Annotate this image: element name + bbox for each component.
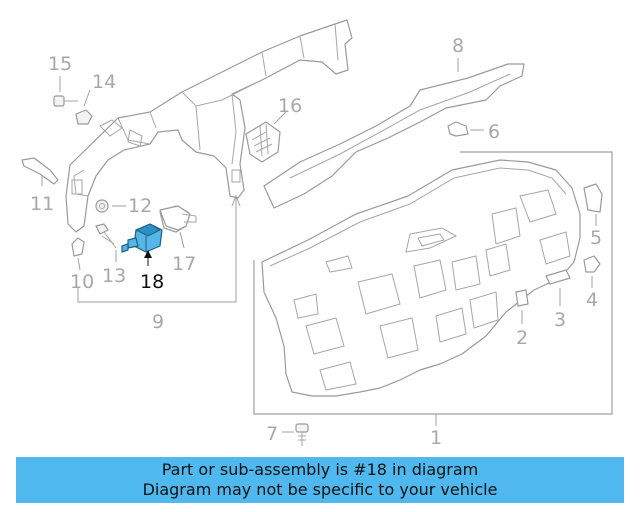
callout-7: 7: [266, 423, 278, 445]
callout-13: 13: [102, 265, 126, 287]
banner-line-1: Part or sub-assembly is #18 in diagram: [161, 460, 479, 479]
part-18-highlighted: [121, 223, 163, 253]
part-4-bracket: [583, 255, 601, 273]
cross-car-beam: [65, 19, 353, 233]
callout-14: 14: [92, 71, 116, 93]
dash-insulator-8: [263, 63, 525, 209]
leader-17: [179, 231, 185, 249]
banner-line-2: Diagram may not be specific to your vehi…: [142, 480, 498, 499]
instrument-panel: [261, 159, 581, 397]
callout-16: 16: [278, 95, 302, 117]
callout-3: 3: [554, 309, 566, 331]
callout-1-box: [253, 151, 613, 415]
callout-9-bracket: [77, 196, 237, 303]
callout-11: 11: [30, 193, 54, 215]
part-16-vent: [245, 121, 281, 163]
callout-12: 12: [128, 195, 152, 217]
part-15-bolt: [53, 95, 78, 107]
callout-4: 4: [586, 289, 598, 311]
callout-15: 15: [48, 53, 72, 75]
leader-9-arrow: [231, 194, 241, 207]
leader-10: [77, 257, 81, 271]
part-14-clip: [75, 109, 93, 125]
part-17-bracket: [159, 205, 197, 231]
part-5-bracket: [583, 183, 603, 213]
part-2-clip: [515, 289, 529, 307]
callout-8: 8: [452, 35, 464, 57]
part-12-grommet: [95, 199, 109, 213]
leader-14: [83, 89, 91, 107]
part-7-bolt: [295, 423, 309, 446]
part-6-clip: [447, 121, 469, 137]
part-10-clip: [71, 237, 85, 257]
callout-1: 1: [430, 427, 442, 449]
part-11-bracket: [21, 157, 59, 185]
callout-18: 18: [140, 271, 164, 293]
part-3-pad: [545, 269, 571, 285]
info-banner: Part or sub-assembly is #18 in diagram D…: [16, 457, 624, 503]
callout-17: 17: [172, 253, 196, 275]
leader-18-arrow: [144, 250, 152, 258]
callout-6: 6: [488, 121, 500, 143]
callout-2: 2: [516, 327, 528, 349]
leader-16: [273, 111, 287, 125]
callout-10: 10: [70, 271, 94, 293]
callout-9: 9: [152, 311, 164, 333]
part-13-screw: [95, 223, 117, 249]
callout-5: 5: [590, 227, 602, 249]
